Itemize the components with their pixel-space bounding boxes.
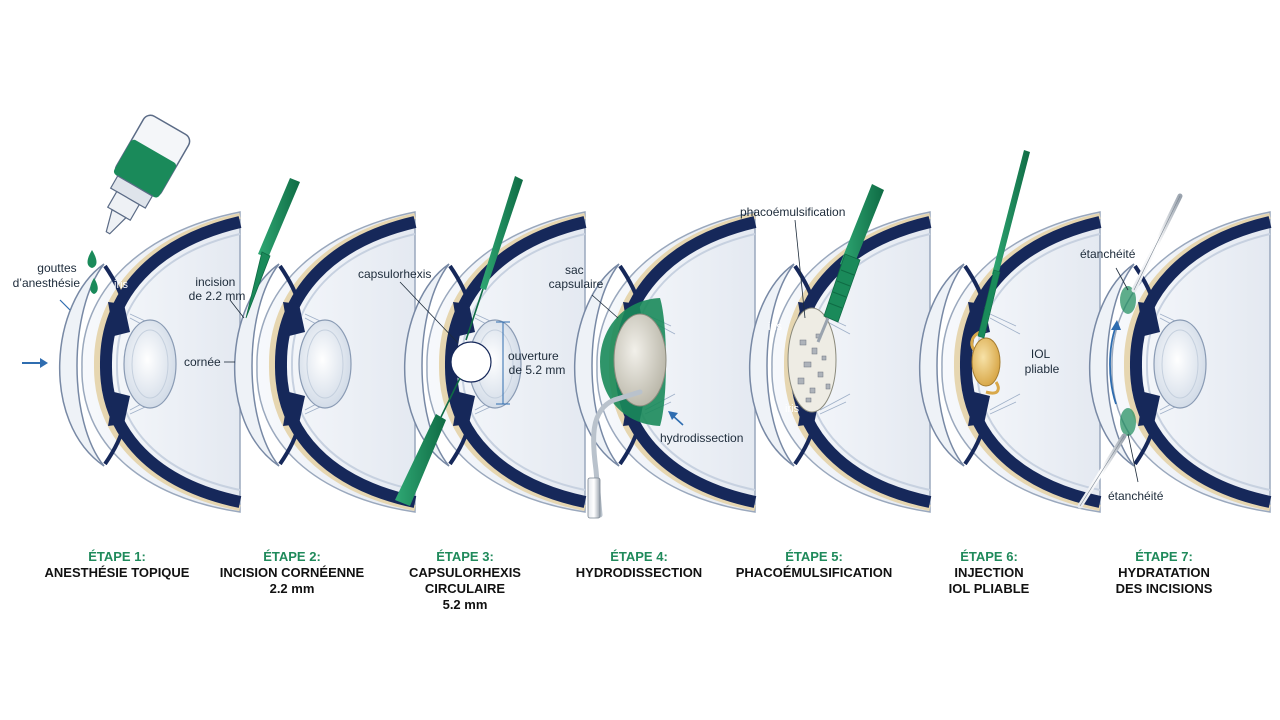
label-hydrodissection: hydrodissection [660,431,743,445]
label-iris-5a: iris [768,321,783,333]
step-number: ÉTAPE 7: [1135,549,1193,564]
step-title: PHACOÉMULSIFICATION [735,565,893,580]
eye-step-5 [750,212,930,512]
label-capsulorhexis: capsulorhexis [358,267,431,281]
hydration-bottom [1120,408,1136,436]
pointer-etancheite-top [1115,267,1129,291]
eye-drop-bottle [105,114,191,235]
caption-step-2: ÉTAPE 2: INCISION CORNÉENNE 2.2 mm [207,549,377,597]
step-title: INJECTION [954,565,1024,580]
step-number: ÉTAPE 4: [610,549,668,564]
arrow-hydro [668,411,684,426]
pointer-phaco [794,219,806,319]
cystotome-needle [465,176,523,341]
step-title: INCISION CORNÉENNE [219,565,365,580]
hydration-cannula-bottom [1077,433,1127,509]
nucleus-fragments [797,333,831,403]
label-iris-5b: iris [785,403,800,415]
drop-2 [90,278,98,294]
drop-1 [87,250,97,268]
step-title: HYDRODISSECTION [575,565,703,580]
caption-step-7: ÉTAPE 7: HYDRATATION DES INCISIONS [1079,549,1249,597]
step-title: ANESTHÉSIE TOPIQUE [44,565,190,580]
label-ouverture: ouverture de 5.2 mm [508,349,565,377]
pointer-etancheite-bottom [1127,433,1139,483]
iol-injector [977,150,1030,339]
step-number: ÉTAPE 5: [785,549,843,564]
pointer-capsulorhexis [399,281,459,344]
hydrodissection-cannula [587,389,643,519]
step-number: ÉTAPE 3: [436,549,494,564]
step-number: ÉTAPE 2: [263,549,321,564]
step-title: CAPSULORHEXIS [409,565,521,580]
arrow-flow [1109,320,1121,405]
caption-step-4: ÉTAPE 4: HYDRODISSECTION [554,549,724,581]
hydration-cannula-top [1131,193,1183,293]
step-number: ÉTAPE 6: [960,549,1018,564]
step-title: CIRCULAIRE [424,581,506,596]
hydration-top [1120,286,1136,314]
step-title: HYDRATATION [1118,565,1210,580]
label-iris-1: iris [114,279,129,291]
pointer-sac [591,294,619,319]
dimension-5-2mm [496,321,510,405]
label-iol: IOL pliable [1025,347,1060,376]
pointer-incision [229,299,245,319]
step-number: ÉTAPE 1: [88,549,146,564]
arrow-gouttes [59,299,71,311]
caption-step-6: ÉTAPE 6: INJECTION IOL PLIABLE [904,549,1074,597]
step-title: 5.2 mm [442,597,488,612]
nucleus-4 [613,313,667,407]
arrow-incoming [22,358,48,368]
step-title: 2.2 mm [269,581,315,596]
caption-step-5: ÉTAPE 5: PHACOÉMULSIFICATION [729,549,899,581]
label-etancheite-bottom: étanchéité [1108,489,1164,503]
phaco-handpiece [816,184,884,343]
forceps-lower [395,377,461,506]
label-etancheite-top: étanchéité [1080,247,1136,261]
caption-step-3: ÉTAPE 3: CAPSULORHEXIS CIRCULAIRE 5.2 mm [380,549,550,613]
label-cornee: cornée [184,355,221,369]
label-sac: sac capsulaire [549,263,604,291]
label-incision: incision de 2.2 mm [189,275,246,303]
label-gouttes: gouttes d’anesthésie [13,261,81,290]
capsulorhexis-opening [450,341,492,383]
fragmented-nucleus [787,307,837,413]
keratome-blade [245,178,300,319]
caption-step-1: ÉTAPE 1: ANESTHÉSIE TOPIQUE [32,549,202,581]
label-phaco: phacoémulsification [740,205,845,219]
step-title: IOL PLIABLE [948,581,1030,596]
step-title: DES INCISIONS [1115,581,1213,596]
eye-step-6 [920,212,1100,512]
